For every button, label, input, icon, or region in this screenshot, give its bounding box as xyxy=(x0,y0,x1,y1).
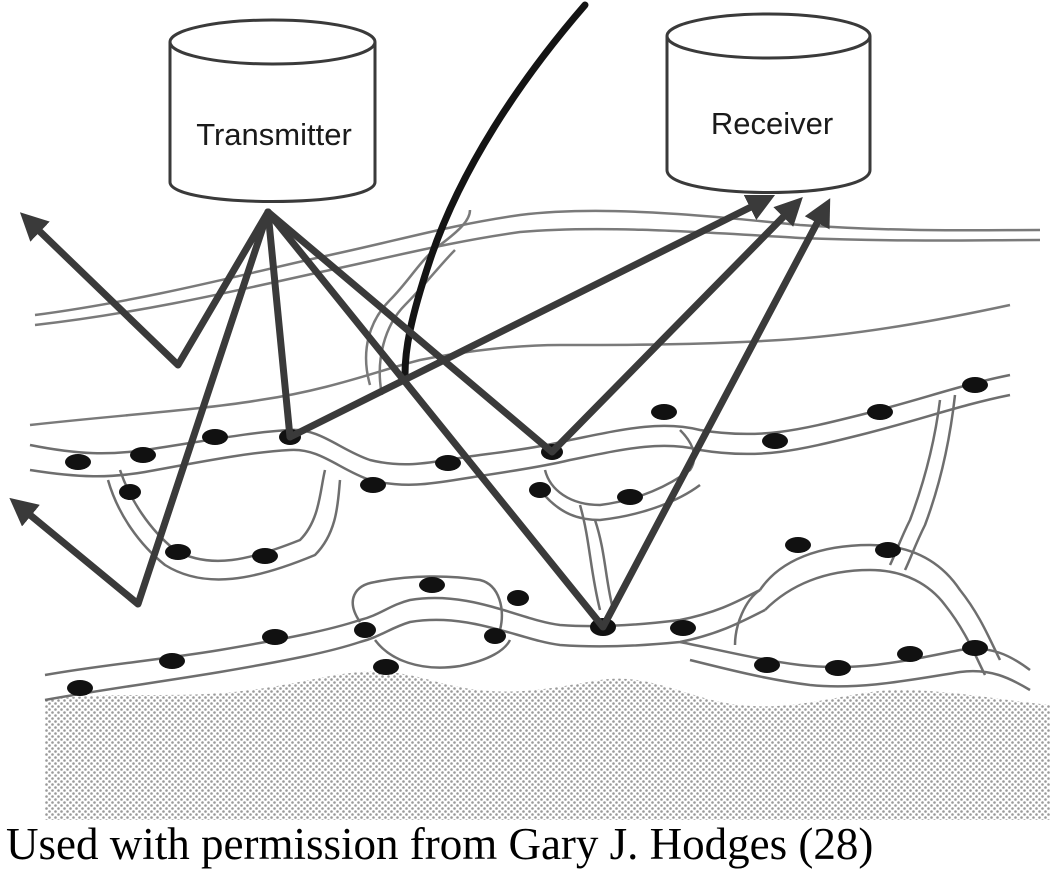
ray-reflected-surface-left xyxy=(19,208,272,369)
blood-cell xyxy=(119,484,141,500)
blood-cell xyxy=(507,590,529,606)
receiver-label: Receiver xyxy=(711,106,833,141)
lower-vessel-network xyxy=(44,543,1031,702)
tissue-light-scatter-diagram: Transmitter Receiver xyxy=(9,1,1050,820)
blood-cell xyxy=(897,646,923,662)
ambient-light-ray xyxy=(401,1,589,379)
blood-cell xyxy=(670,620,696,636)
blood-cell xyxy=(785,537,811,553)
blood-cell xyxy=(825,660,851,676)
ray-via-deep-vessel-to-receiver xyxy=(264,198,831,631)
blood-cell xyxy=(130,447,156,463)
blood-cell xyxy=(202,429,228,445)
blood-cell xyxy=(165,544,191,560)
light-ray-paths xyxy=(9,194,831,631)
blood-cell xyxy=(962,640,988,656)
epidermis-layer xyxy=(29,209,1041,427)
blood-cell xyxy=(617,489,643,505)
receiver-device: Receiver xyxy=(665,12,872,194)
blood-cell xyxy=(419,577,445,593)
blood-cell xyxy=(373,659,399,675)
blood-cell xyxy=(529,482,551,498)
ray-via-upper-vessel-to-receiver xyxy=(264,194,776,441)
deep-tissue-layer xyxy=(45,671,1050,820)
blood-cell xyxy=(252,548,278,564)
blood-cell xyxy=(159,653,185,669)
blood-cell xyxy=(651,404,677,420)
ray-via-mid-vessel-to-receiver xyxy=(264,197,803,456)
blood-cell xyxy=(354,622,376,638)
blood-cell xyxy=(67,680,93,696)
figure-caption: Used with permission from Gary J. Hodges… xyxy=(6,819,874,869)
blood-cell xyxy=(262,629,288,645)
blood-cell xyxy=(875,542,901,558)
blood-cell xyxy=(754,657,780,673)
blood-cells xyxy=(65,377,988,696)
ray-scatter-deep-left xyxy=(9,208,272,608)
blood-cell xyxy=(962,377,988,393)
transmitter-label: Transmitter xyxy=(196,117,352,152)
blood-cell xyxy=(762,433,788,449)
transmitter-device: Transmitter xyxy=(168,18,377,203)
blood-cell xyxy=(435,455,461,471)
blood-cell xyxy=(65,454,91,470)
blood-cell xyxy=(484,628,506,644)
blood-cell xyxy=(867,404,893,420)
blood-cell xyxy=(360,477,386,493)
